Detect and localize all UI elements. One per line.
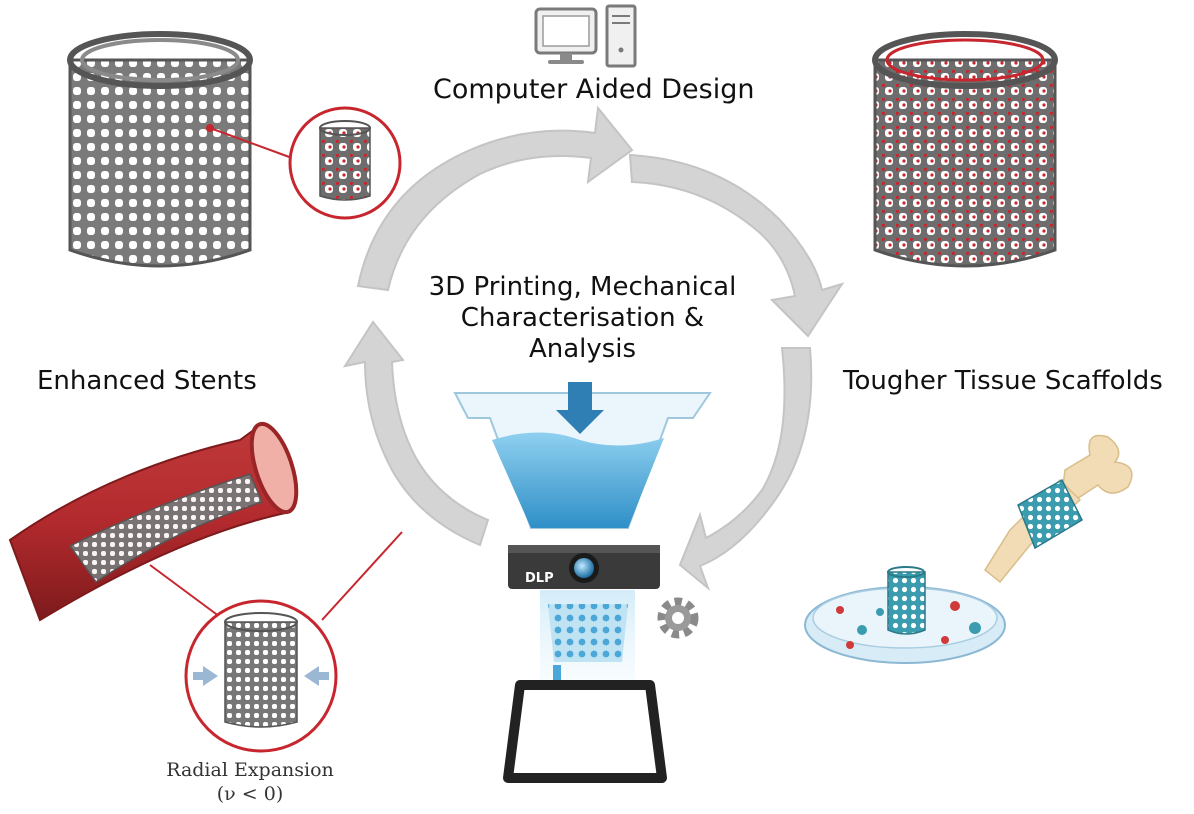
center-process-label: 3D Printing, Mechanical Characterisation…: [405, 272, 760, 365]
dlp-label: DLP: [525, 571, 554, 586]
center-label-line-1: 3D Printing, Mechanical: [428, 272, 737, 302]
center-label-line-2: Characterisation &: [460, 303, 705, 333]
petri-dish-icon: [804, 566, 1006, 664]
radial-expansion-line-2: (ν < 0): [216, 783, 284, 805]
radial-expansion-line-1: Radial Expansion: [166, 759, 334, 781]
stent-leader-line-right: [321, 531, 403, 621]
dlp-projector-icon: [508, 545, 660, 589]
cad-label: Computer Aided Design: [433, 74, 755, 105]
arrow-top-right: [628, 153, 845, 338]
radial-expansion-label: Radial Expansion (ν < 0): [150, 758, 350, 806]
build-plate: [503, 680, 667, 783]
radial-expansion-inset: [184, 599, 338, 753]
cycle-arrows: [342, 105, 845, 592]
enhanced-stents-label: Enhanced Stents: [37, 366, 257, 396]
gear-icon: [657, 597, 699, 639]
bone-icon: [984, 434, 1133, 584]
arrow-top-left: [356, 105, 634, 292]
gray-lattice-cylinder: [67, 31, 253, 268]
printed-lattice: [540, 590, 635, 690]
zoom-inset-circle: [288, 106, 402, 220]
blood-vessel-with-stent: [8, 421, 299, 622]
arrow-left-bottom: [342, 320, 490, 547]
arrow-right-bottom: [678, 347, 813, 592]
computer-icon: [534, 4, 637, 68]
red-lattice-cylinder: [872, 31, 1058, 268]
resin-vat: [453, 382, 712, 529]
build-arrow-down: [556, 382, 604, 434]
expand-arrow-left: [193, 666, 218, 686]
center-label-line-3: Analysis: [528, 334, 637, 364]
tissue-scaffolds-label: Tougher Tissue Scaffolds: [843, 366, 1163, 396]
expand-arrow-right: [304, 666, 329, 686]
zoom-leader-line: [209, 127, 293, 159]
